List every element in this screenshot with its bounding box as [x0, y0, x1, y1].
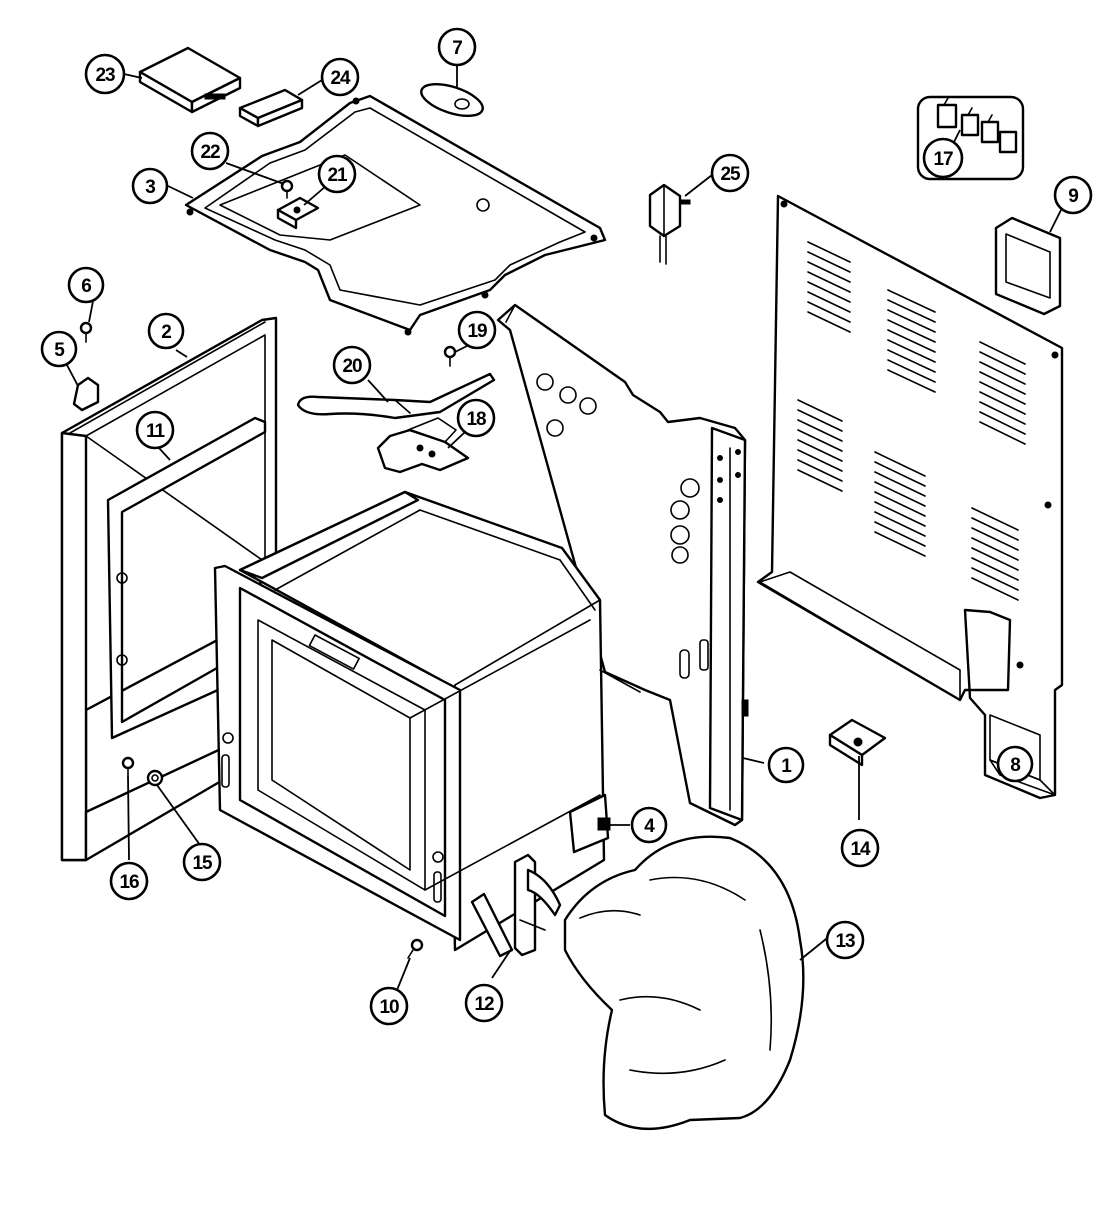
part-7-cover-cap: [420, 82, 484, 118]
callout-3-label: 3: [145, 177, 155, 198]
part-14-clip: [828, 718, 887, 767]
callout-14-label: 14: [850, 839, 871, 860]
part-20-vent-duct: [296, 372, 496, 420]
callout-9: 9: [1053, 175, 1093, 215]
vent-group-top-right: [979, 341, 1026, 445]
callout-22: 22: [190, 131, 230, 171]
vent-group-bottom-left: [797, 399, 843, 492]
part-13-insulation: [563, 835, 805, 1130]
callout-10: 10: [369, 986, 409, 1026]
callout-2-label: 2: [161, 322, 171, 343]
part-8-rear-panel: [756, 194, 1064, 800]
callout-10-label: 10: [379, 997, 399, 1018]
vent-group-top-left: [807, 241, 851, 333]
callout-13: 13: [825, 920, 865, 960]
part-4-bracket: [568, 793, 611, 854]
callout-2: 2: [147, 312, 185, 350]
callout-12-label: 12: [474, 994, 494, 1015]
callout-19-label: 19: [467, 321, 487, 342]
callout-22-label: 22: [200, 142, 220, 163]
callout-21: 21: [317, 154, 357, 194]
oven-cavity: [213, 490, 641, 952]
callout-25: 25: [710, 153, 750, 193]
callout-25-label: 25: [720, 164, 741, 185]
vent-group-bottom-right: [971, 507, 1019, 601]
callout-7: 7: [437, 27, 477, 67]
callout-4: 4: [630, 806, 668, 844]
callout-11-label: 11: [146, 421, 166, 442]
callout-3: 3: [131, 167, 169, 205]
part-25-terminal-block: [648, 183, 691, 265]
part-19-screw: [443, 345, 457, 367]
callout-17: 17: [922, 137, 964, 179]
part-22-screw: [280, 179, 294, 199]
callout-4-label: 4: [644, 816, 655, 837]
part-12-door-hinge: [470, 853, 562, 958]
callout-23-label: 23: [95, 65, 115, 86]
part-11-inner-frame: [106, 416, 267, 740]
rear-panel-vents: [797, 241, 1026, 601]
callout-20-label: 20: [342, 356, 362, 377]
callout-24-label: 24: [330, 68, 351, 89]
part-21-switch: [276, 196, 320, 230]
part-24-bracket: [238, 88, 304, 128]
part-23-control-box: [138, 46, 242, 114]
part-10-screw: [407, 938, 424, 959]
callout-21-label: 21: [327, 165, 348, 186]
callout-14: 14: [840, 828, 880, 868]
callout-16-label: 16: [119, 872, 139, 893]
part-17-terminal-kit: [916, 95, 1025, 181]
callout-6-label: 6: [81, 276, 91, 297]
callout-20: 20: [332, 345, 372, 385]
callout-6: 6: [67, 266, 105, 304]
leader-lines: [66, 66, 1063, 991]
callout-5-label: 5: [54, 340, 65, 361]
callout-5: 5: [40, 330, 78, 368]
callout-1-label: 1: [781, 756, 792, 777]
callout-15: 15: [182, 842, 222, 882]
callout-16: 16: [109, 861, 149, 901]
part-3-top-panel: [184, 94, 607, 336]
callout-9-label: 9: [1068, 186, 1078, 207]
callout-23: 23: [84, 53, 126, 95]
callout-15-label: 15: [192, 853, 213, 874]
vent-group-bottom-middle: [874, 451, 926, 557]
callout-18-label: 18: [466, 409, 486, 430]
part-5-hinge-bracket: [72, 376, 100, 412]
callout-12: 12: [464, 983, 504, 1023]
part-9-bracket: [994, 216, 1062, 316]
callout-1: 1: [767, 746, 805, 784]
callout-8: 8: [996, 745, 1034, 783]
callout-17-label: 17: [933, 149, 953, 170]
part-16-screw: [121, 756, 135, 777]
part-1-side-panel: [496, 303, 749, 827]
callout-18: 18: [456, 398, 496, 438]
callout-24: 24: [320, 57, 360, 97]
callout-13-label: 13: [835, 931, 855, 952]
part-15-grommet: [146, 769, 164, 787]
callout-7-label: 7: [452, 38, 462, 59]
callout-19: 19: [457, 310, 497, 350]
part-6-screw: [79, 321, 93, 343]
callout-8-label: 8: [1010, 755, 1020, 776]
callout-11: 11: [135, 410, 175, 450]
vent-group-top-middle: [887, 289, 936, 393]
part-18-vent-bracket: [376, 417, 470, 474]
